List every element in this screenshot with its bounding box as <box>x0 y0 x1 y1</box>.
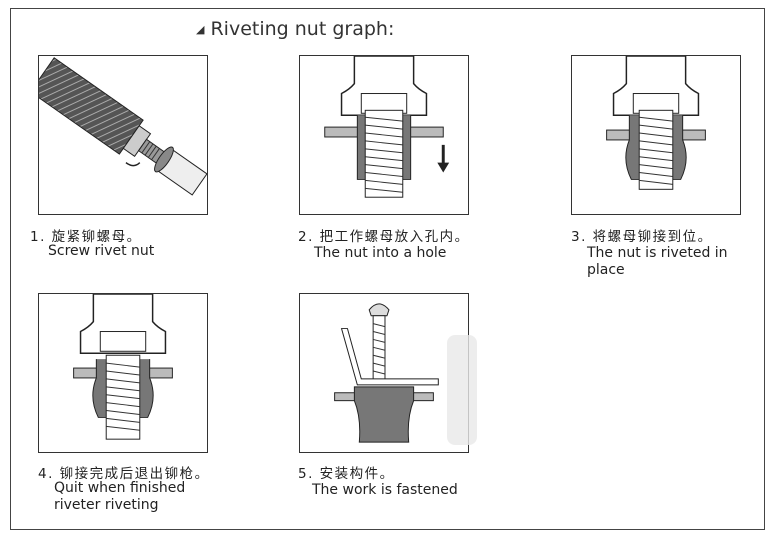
step-3-caption-cn: 3. 将螺母铆接到位。 <box>571 229 713 245</box>
step-4-illustration <box>38 293 208 453</box>
step-3-caption-en: The nut is riveted in place <box>587 245 728 278</box>
step-4-caption-en: Quit when finished riveter riveting <box>54 480 186 513</box>
step-2-caption-cn: 2. 把工作螺母放入孔内。 <box>298 229 470 245</box>
step-5-caption-cn: 5. 安装构件。 <box>298 466 395 482</box>
page-frame <box>10 8 765 530</box>
corner-mark-icon: ◢ <box>196 23 205 36</box>
step-5-caption-en: The work is fastened <box>312 482 458 498</box>
step-4-caption-cn: 4. 铆接完成后退出铆枪。 <box>38 466 210 482</box>
step-2-illustration <box>299 55 469 215</box>
step-1-caption-en: Screw rivet nut <box>48 243 155 259</box>
step-1-illustration <box>38 55 208 215</box>
watermark <box>447 335 477 445</box>
page-title: ◢Riveting nut graph: <box>196 18 395 40</box>
step-3-illustration <box>571 55 741 215</box>
step-1-caption-cn: 1. 旋紧铆螺母。 <box>30 229 142 245</box>
step-2-caption-en: The nut into a hole <box>314 245 447 261</box>
step-5-illustration <box>299 293 469 453</box>
